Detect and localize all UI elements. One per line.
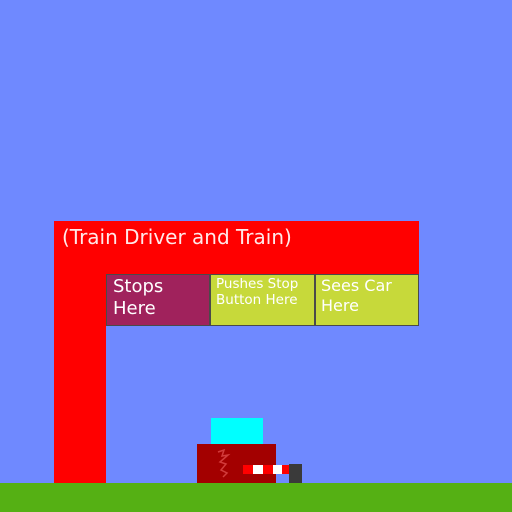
- ground: [0, 483, 512, 512]
- box-stops-here: Stops Here: [106, 274, 210, 326]
- toy-scribble-mark: [214, 446, 238, 480]
- barrier-post: [289, 464, 302, 483]
- box-sees-car: Sees Car Here: [315, 274, 419, 326]
- toy-body: [197, 444, 276, 483]
- diagram-title: (Train Driver and Train): [62, 225, 292, 249]
- toy-cab: [211, 418, 263, 445]
- frame-header: [54, 221, 419, 275]
- crossing-barrier-arm: [243, 465, 289, 474]
- box-pushes-stop-button: Pushes Stop Button Here: [210, 274, 315, 326]
